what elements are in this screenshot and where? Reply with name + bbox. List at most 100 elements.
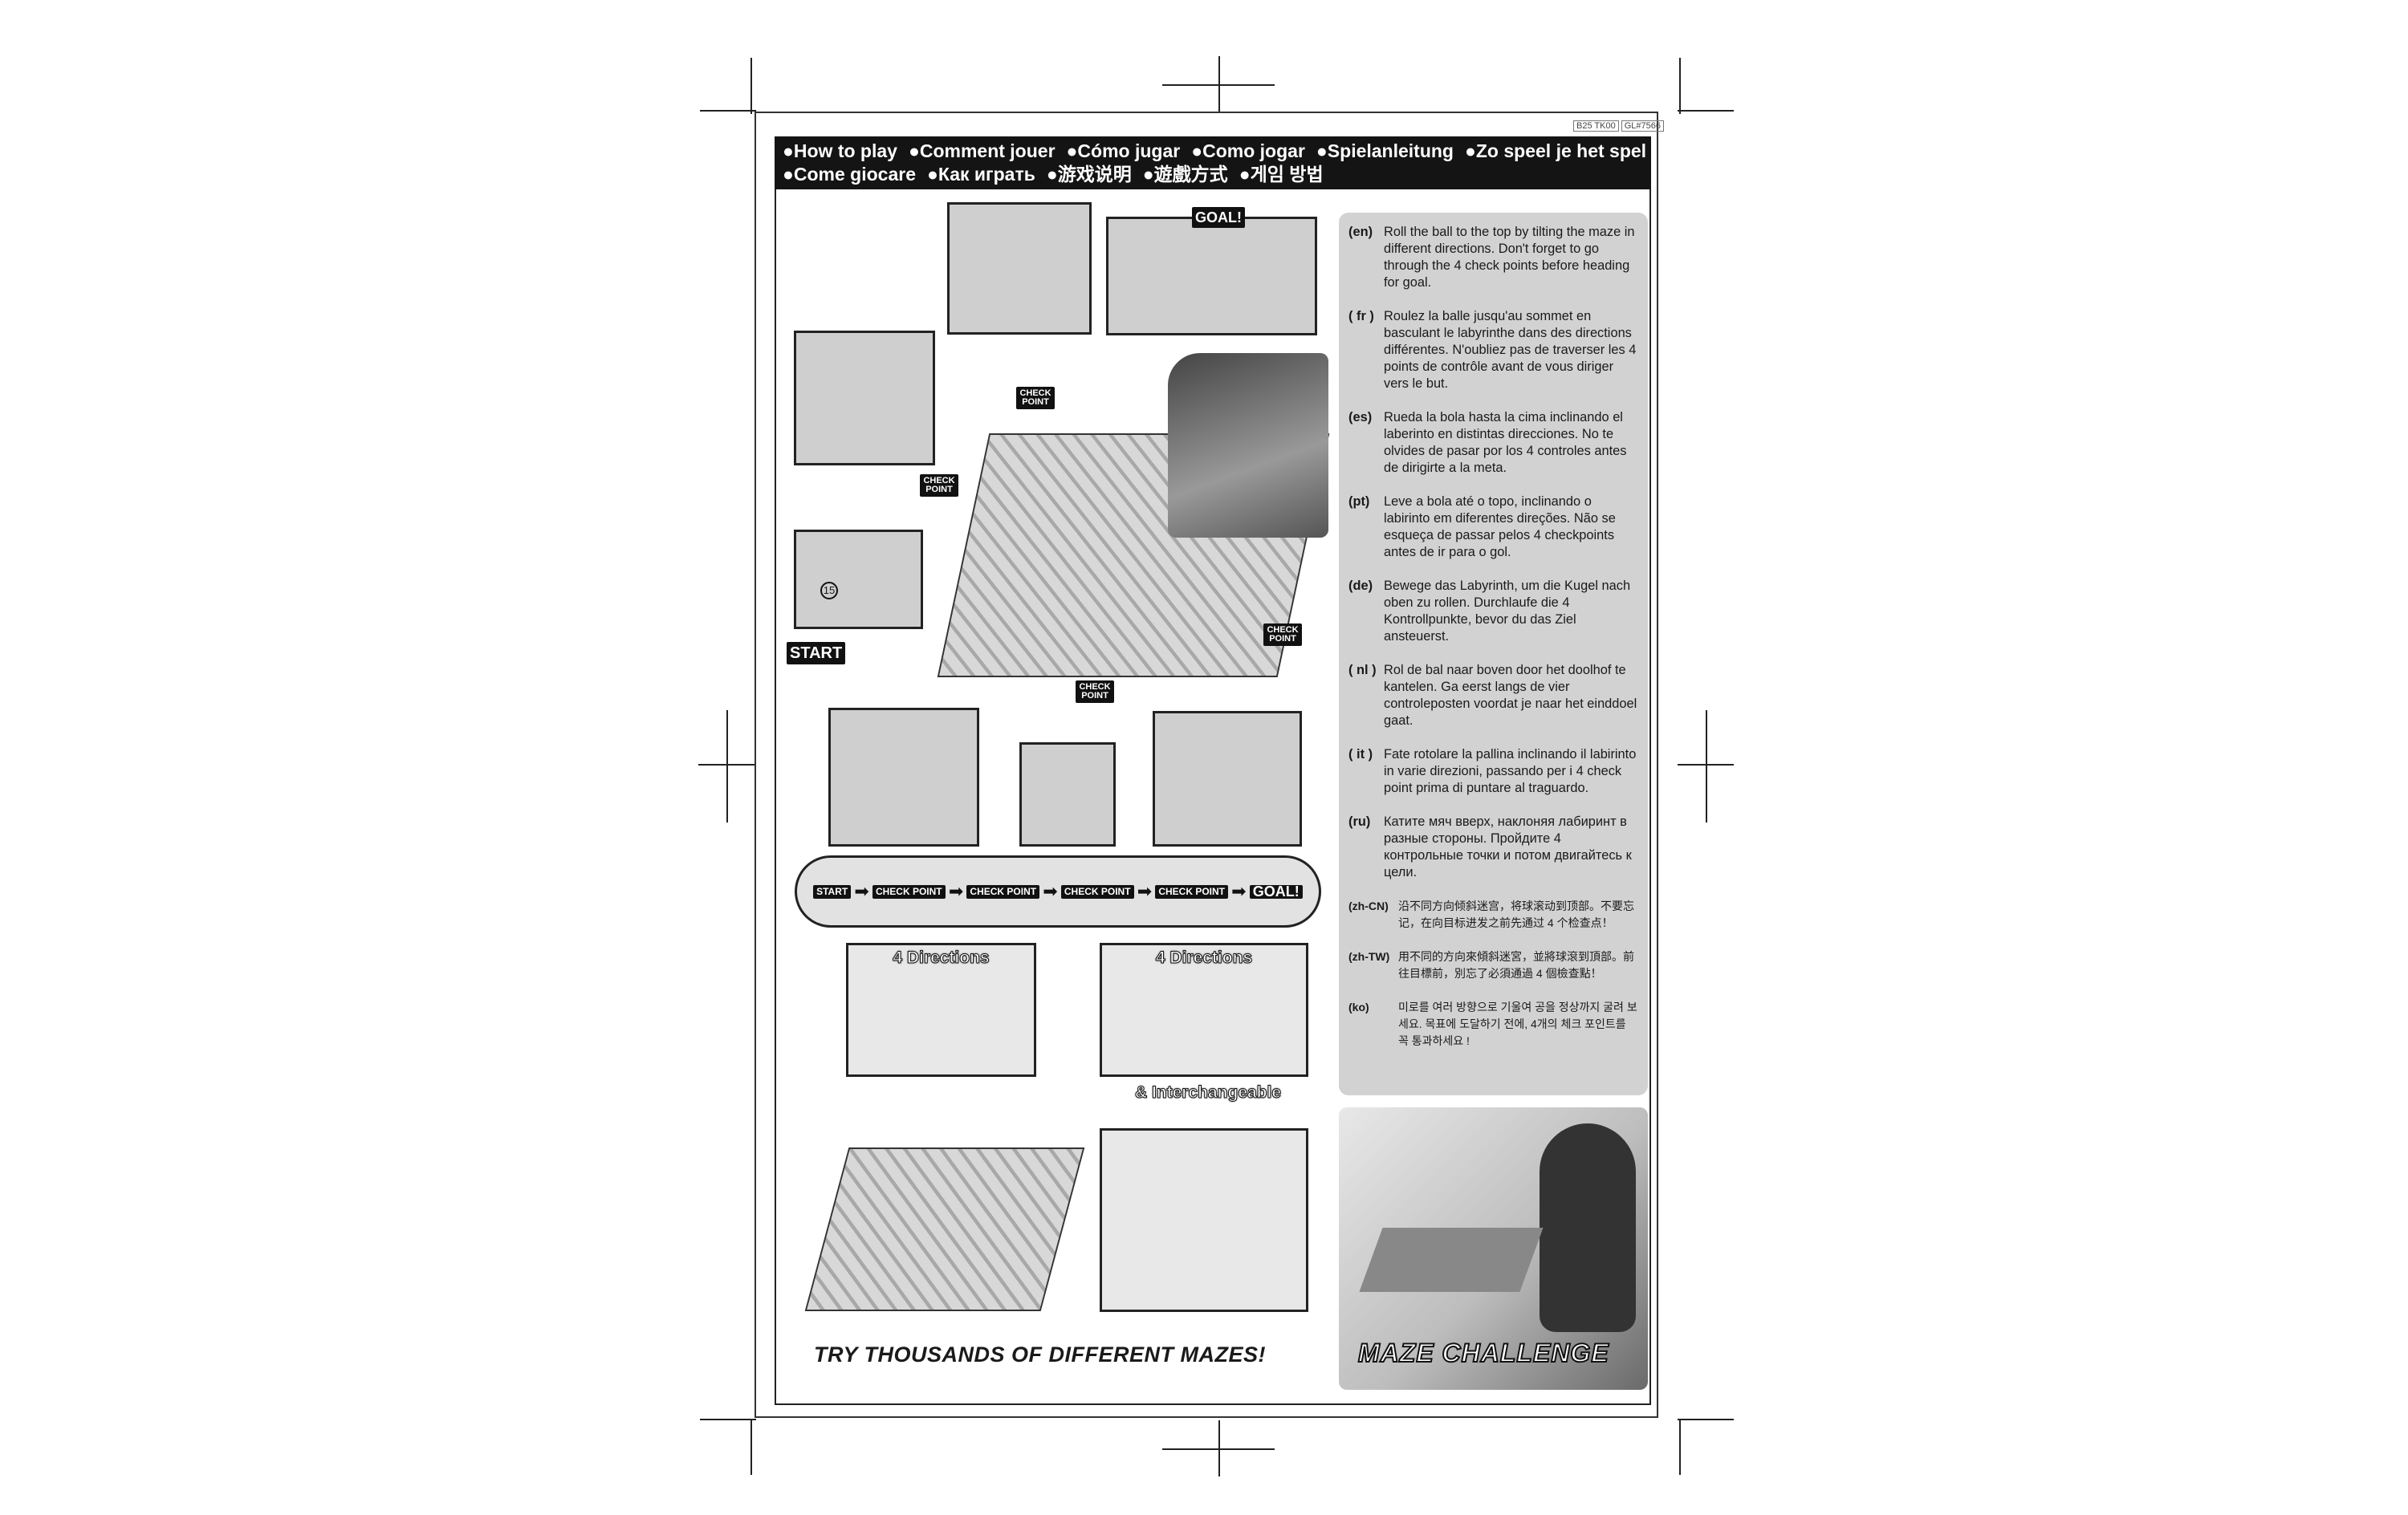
- crop-mark: [1678, 1419, 1734, 1420]
- tagline: TRY THOUSANDS OF DIFFERENT MAZES!: [814, 1342, 1267, 1367]
- maze-challenge-logo: MAZE CHALLENGE: [1357, 1338, 1609, 1368]
- title-nl: ●Zo speel je het spel: [1464, 140, 1647, 161]
- crop-mark: [1678, 110, 1734, 112]
- inset-rotate: [1019, 742, 1116, 847]
- instruction-ru: (ru) Катите мяч вверх, наклоняя лабиринт …: [1348, 814, 1638, 881]
- child-figure: [1540, 1123, 1636, 1332]
- toy-maze: [1359, 1228, 1544, 1292]
- title-pt: ●Como jogar: [1191, 140, 1305, 161]
- goal-badge: GOAL!: [1192, 207, 1245, 228]
- product-photo: [1339, 1107, 1648, 1390]
- instruction-ko: (ko) 미로를 여러 방향으로 기울여 공을 정상까지 굴려 보세요. 목표에 …: [1348, 999, 1638, 1050]
- lang-code: (ru): [1348, 814, 1371, 829]
- sequence-start: START: [813, 884, 852, 899]
- instruction-text: Rueda la bola hasta la cima inclinando e…: [1384, 410, 1627, 475]
- print-code-1: B25 TK00: [1573, 120, 1619, 132]
- crop-mark: [698, 764, 755, 766]
- instruction-text: Leve a bola até o topo, inclinando o lab…: [1384, 494, 1616, 559]
- inset-start: [794, 530, 923, 629]
- inset-lever: [1153, 711, 1302, 847]
- lang-code: (de): [1348, 579, 1373, 593]
- checkpoint-flag: CHECK POINT: [1263, 623, 1302, 646]
- instructions-panel: (en) Roll the ball to the top by tilting …: [1339, 213, 1648, 1095]
- instruction-text: Roulez la balle jusqu'au sommet en bascu…: [1384, 309, 1637, 391]
- start-badge: START: [787, 642, 846, 664]
- inset-checkpoint: [794, 331, 935, 465]
- content-frame: [775, 189, 1651, 1405]
- title-zh-tw: ●遊戲方式: [1142, 164, 1228, 185]
- sequence-checkpoint: CHECK POINT: [872, 884, 946, 899]
- instruction-it: ( it ) Fate rotolare la pallina inclinand…: [1348, 746, 1638, 797]
- inset-dinosaur: [828, 708, 979, 847]
- page-border: [755, 112, 1658, 1418]
- lang-code: ( it ): [1348, 747, 1373, 762]
- crop-mark: [1678, 764, 1734, 766]
- instruction-zh-cn: (zh-CN) 沿不同方向倾斜迷宫，将球滚动到顶部。不要忘记，在向目标进发之前先通…: [1348, 898, 1638, 932]
- arrow-right-icon: ➡: [854, 881, 869, 901]
- inset-goal-flip: [1106, 217, 1317, 335]
- instruction-text: Fate rotolare la pallina inclinando il l…: [1384, 747, 1637, 795]
- arrow-right-icon: ➡: [1231, 881, 1247, 901]
- instruction-nl: ( nl ) Rol de bal naar boven door het doo…: [1348, 662, 1638, 729]
- title-zh-cn: ●游戏说明: [1046, 164, 1132, 185]
- dinosaur-backdrop: [1168, 353, 1328, 538]
- title-en: ●How to play: [783, 140, 897, 161]
- print-code: B25 TK00 GL#7566: [1573, 120, 1664, 132]
- arrow-right-icon: ➡: [1043, 881, 1058, 901]
- crop-mark: [700, 1419, 756, 1420]
- sequence-checkpoint: CHECK POINT: [1155, 884, 1228, 899]
- lang-code: (en): [1348, 225, 1373, 239]
- crop-mark: [700, 110, 756, 112]
- inset-goal-tower: [947, 202, 1092, 335]
- crop-mark: [750, 58, 752, 114]
- lang-code: (ko): [1348, 1001, 1369, 1013]
- sequence-bar: START ➡ CHECK POINT ➡ CHECK POINT ➡ CHEC…: [795, 855, 1321, 928]
- lang-code: ( nl ): [1348, 663, 1377, 677]
- step-number: 15: [820, 582, 838, 599]
- lang-code: ( fr ): [1348, 309, 1374, 323]
- instruction-de: (de) Bewege das Labyrinth, um die Kugel n…: [1348, 578, 1638, 645]
- instruction-zh-tw: (zh-TW) 用不同的方向來傾斜迷宮，並將球滾到頂部。前往目標前，別忘了必須通過…: [1348, 948, 1638, 982]
- instruction-text: 沿不同方向倾斜迷宫，将球滚动到顶部。不要忘记，在向目标进发之前先通过 4 个检查…: [1398, 900, 1634, 929]
- arrow-right-icon: ➡: [1137, 881, 1153, 901]
- crop-mark: [1706, 710, 1707, 822]
- title-ko: ●게임 방법: [1239, 164, 1324, 185]
- instruction-text: 미로를 여러 방향으로 기울여 공을 정상까지 굴려 보세요. 목표에 도달하기…: [1398, 1001, 1637, 1047]
- lang-code: (pt): [1348, 494, 1370, 509]
- title-es: ●Cómo jugar: [1066, 140, 1181, 161]
- instruction-es: (es) Rueda la bola hasta la cima inclinan…: [1348, 409, 1638, 477]
- instruction-pt: (pt) Leve a bola até o topo, inclinando o…: [1348, 493, 1638, 561]
- title-de: ●Spielanleitung: [1316, 140, 1454, 161]
- crop-mark: [1679, 1419, 1681, 1475]
- instruction-text: Rol de bal naar boven door het doolhof t…: [1384, 663, 1637, 728]
- interchangeable-label: & Interchangeable: [1134, 1083, 1282, 1103]
- checkpoint-flag: CHECK POINT: [1016, 387, 1055, 409]
- maze-assembled-illustration: [804, 1147, 1085, 1311]
- instruction-fr: ( fr ) Roulez la balle jusqu'au sommet en…: [1348, 308, 1638, 392]
- instruction-text: 用不同的方向來傾斜迷宮，並將球滾到頂部。前往目標前，別忘了必須通過 4 個檢查點…: [1398, 950, 1634, 980]
- checkpoint-flag: CHECK POINT: [1076, 680, 1114, 703]
- title-it: ●Come giocare: [783, 164, 916, 185]
- lang-code: (zh-CN): [1348, 900, 1389, 912]
- instruction-text: Bewege das Labyrinth, um die Kugel nach …: [1384, 579, 1631, 644]
- four-directions-label: 4 Directions: [893, 948, 990, 968]
- crop-mark: [750, 1419, 752, 1475]
- crop-mark: [1162, 84, 1275, 86]
- sequence-checkpoint: CHECK POINT: [1060, 884, 1134, 899]
- print-code-2: GL#7566: [1621, 120, 1664, 132]
- instruction-en: (en) Roll the ball to the top by tilting …: [1348, 224, 1638, 291]
- instruction-text: Катите мяч вверх, наклоняя лабиринт в ра…: [1384, 814, 1632, 879]
- interchangeable-box: [1100, 1128, 1308, 1312]
- lang-code: (zh-TW): [1348, 950, 1390, 963]
- lang-code: (es): [1348, 410, 1373, 424]
- crop-mark: [1162, 1448, 1275, 1450]
- arrow-right-icon: ➡: [948, 881, 964, 901]
- four-directions-box-2: 4 Directions: [1100, 943, 1308, 1077]
- sequence-goal: GOAL!: [1249, 884, 1303, 899]
- title-bar: ●How to play ●Comment jouer ●Cómo jugar ●Co…: [775, 136, 1651, 189]
- crop-mark: [726, 710, 728, 822]
- title-fr: ●Comment jouer: [908, 140, 1056, 161]
- instruction-text: Roll the ball to the top by tilting the …: [1384, 225, 1635, 290]
- title-ru: ●Как играть: [927, 164, 1035, 185]
- four-directions-label: 4 Directions: [1155, 948, 1253, 968]
